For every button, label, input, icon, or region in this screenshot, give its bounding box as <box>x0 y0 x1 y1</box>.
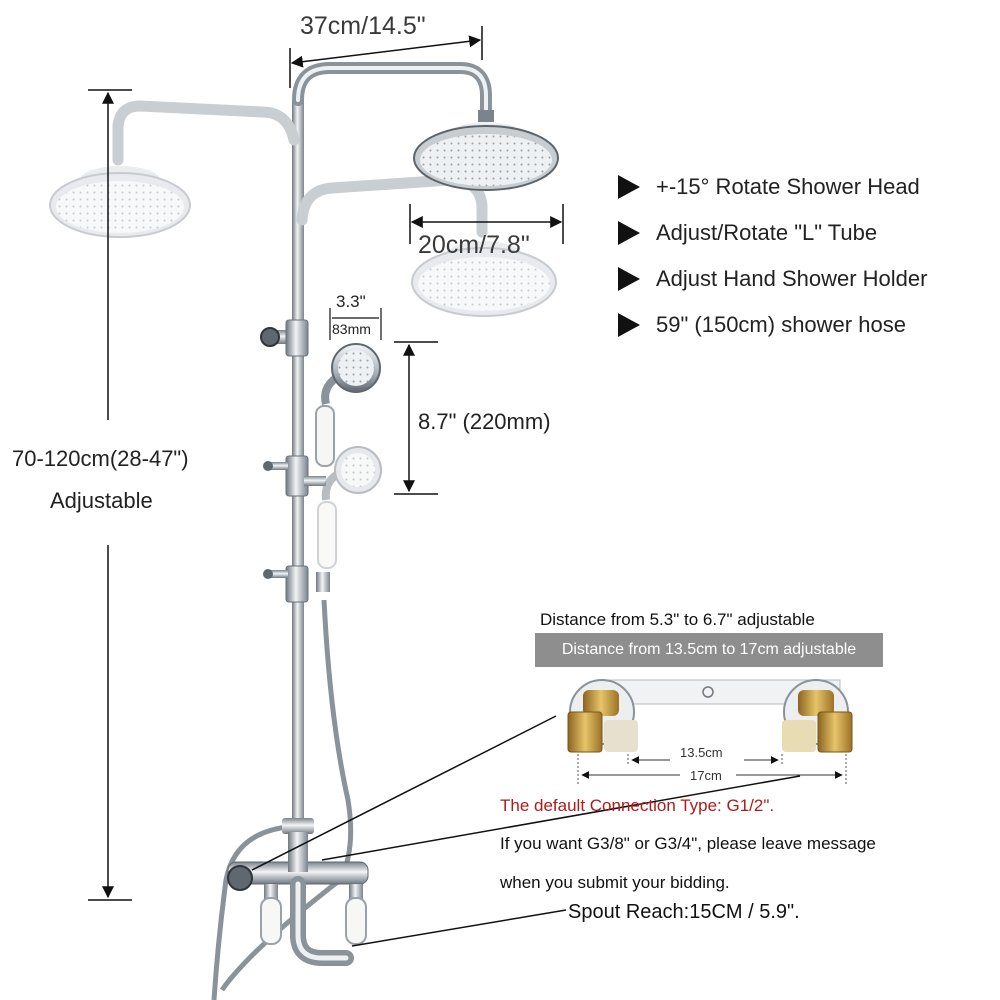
top-shower-arm <box>292 62 492 118</box>
connection-note-line2: when you submit your bidding. <box>500 873 730 892</box>
rain-shower-head <box>413 110 559 191</box>
shower-hose <box>219 599 354 992</box>
feature-item: Adjust/Rotate "L" Tube <box>618 210 927 256</box>
default-connection-type: The default Connection Type: G1/2". <box>500 796 775 815</box>
head-diameter-dimension <box>409 204 564 244</box>
connection-panel-band: Distance from 13.5cm to 17cm adjustable <box>535 633 883 667</box>
rotated-head-ghost <box>49 166 191 238</box>
hand-head-mm-label: 83mm <box>332 321 371 337</box>
feature-label: +-15° Rotate Shower Head <box>656 174 920 199</box>
top-arm-dimension <box>289 26 483 88</box>
connector-leader-line <box>251 715 557 871</box>
outer-distance-label: 17cm <box>690 768 722 783</box>
height-range-label: 70-120cm(28-47") <box>12 446 189 471</box>
triangle-bullet-icon <box>618 175 640 199</box>
hand-head-inch-label: 3.3" <box>336 292 366 311</box>
feature-label: 59" (150cm) shower hose <box>656 312 906 337</box>
spout-reach-label: Spout Reach:15CM / 5.9". <box>568 901 800 923</box>
connector-photo <box>567 679 853 784</box>
hand-holder-clamp <box>263 455 326 497</box>
hand-length-label: 8.7" (220mm) <box>418 409 551 434</box>
rotated-arm-ghost <box>112 100 300 166</box>
connection-panel-title: Distance from 5.3" to 6.7" adjustable <box>540 610 815 629</box>
feature-list: +-15° Rotate Shower Head Adjust/Rotate "… <box>618 164 927 348</box>
hand-shower-lower <box>317 446 382 569</box>
hand-length-dimension <box>394 341 438 495</box>
triangle-bullet-icon <box>618 267 640 291</box>
height-note-label: Adjustable <box>50 488 153 513</box>
wall-bracket <box>260 319 309 357</box>
top-arm-label: 37cm/14.5" <box>300 12 426 40</box>
connector-leader-line-2 <box>321 775 801 861</box>
triangle-bullet-icon <box>618 313 640 337</box>
spout-leader-line <box>351 909 567 947</box>
inner-distance-label: 13.5cm <box>680 745 723 760</box>
lower-holder-clamp <box>263 565 330 603</box>
triangle-bullet-icon <box>618 221 640 245</box>
hand-head-dimension <box>329 308 382 340</box>
height-dimension <box>88 89 132 901</box>
tub-mixer <box>227 818 369 966</box>
feature-item: Adjust Hand Shower Holder <box>618 256 927 302</box>
lowered-head-ghost <box>411 241 557 317</box>
head-diameter-label: 20cm/7.8" <box>418 231 530 259</box>
hand-shower-upper <box>315 343 381 467</box>
feature-item: 59" (150cm) shower hose <box>618 302 927 348</box>
feature-item: +-15° Rotate Shower Head <box>618 164 927 210</box>
connection-note-line1: If you want G3/8" or G3/4", please leave… <box>500 834 876 853</box>
feature-label: Adjust/Rotate "L" Tube <box>656 220 878 245</box>
feature-label: Adjust Hand Shower Holder <box>656 266 928 291</box>
